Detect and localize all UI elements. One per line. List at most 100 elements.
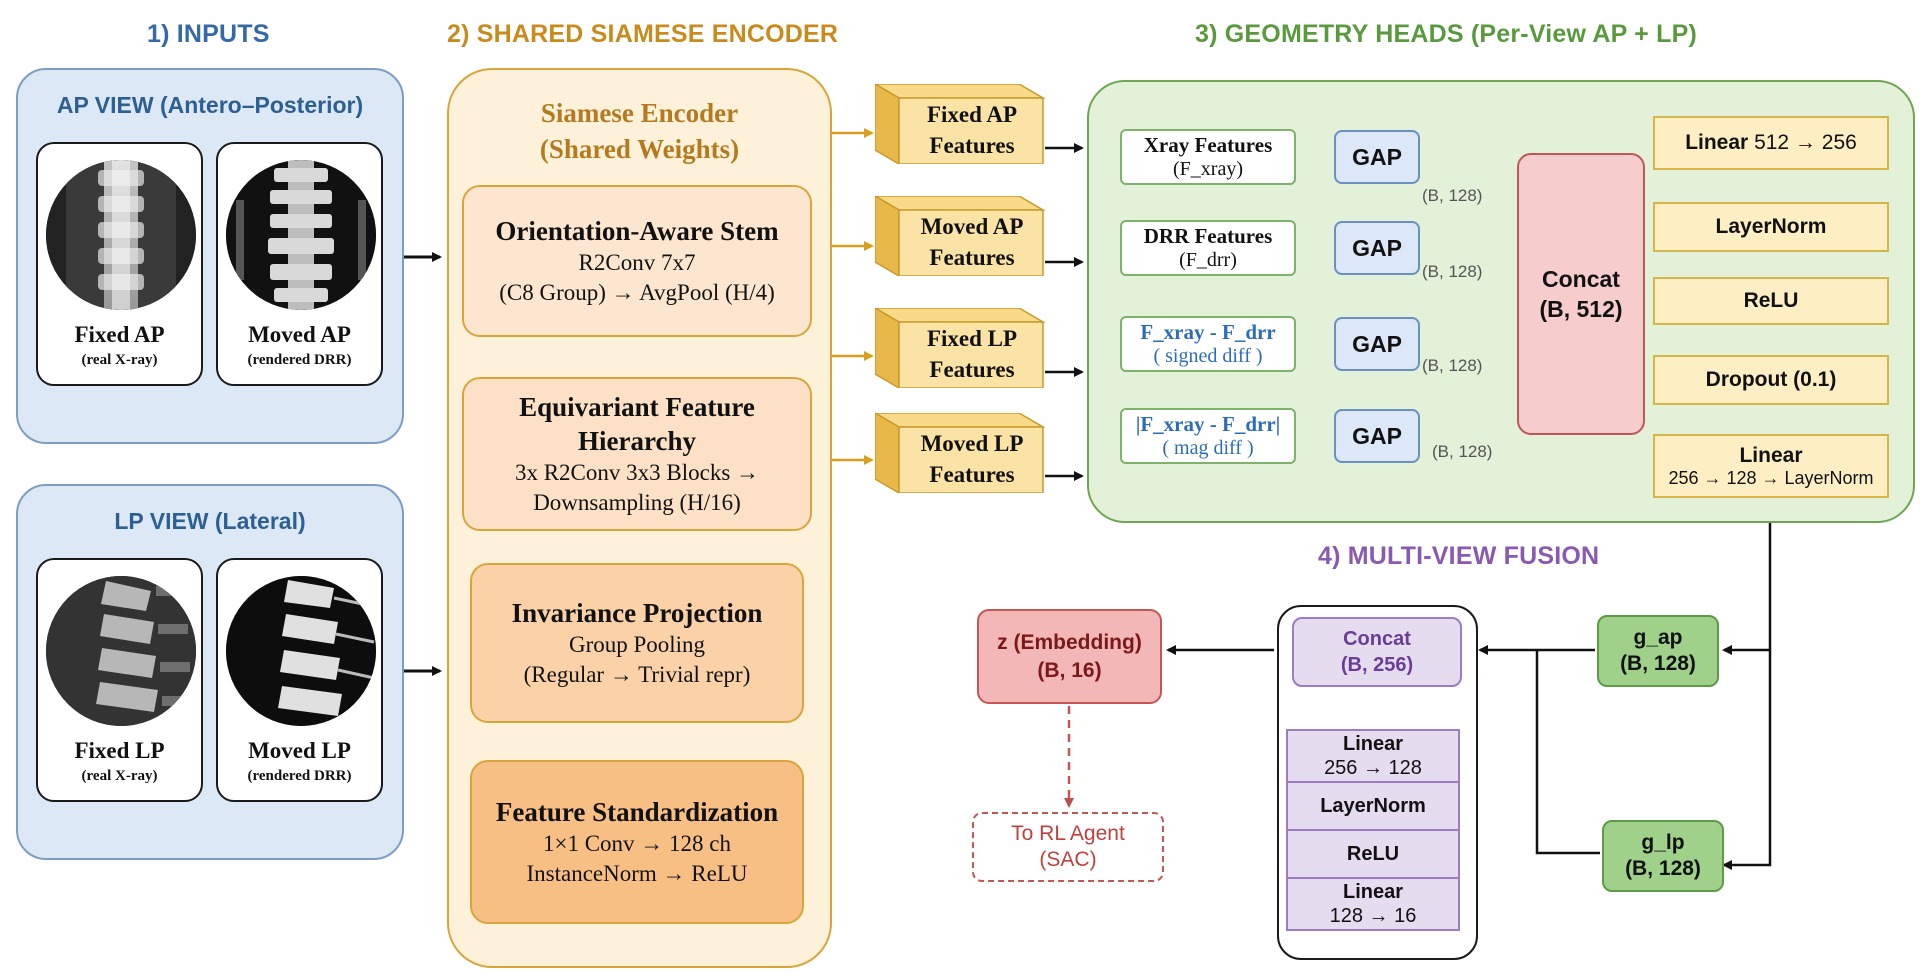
concat-fusion-line2: (B, 256): [1340, 654, 1414, 676]
g-ap-line2: (B, 128): [1620, 652, 1696, 675]
feature-box-mag-diff-sub: ( mag diff ): [1162, 437, 1254, 459]
feature-box-xray: Xray Features (F_xray): [1120, 129, 1296, 185]
ap-view-panel: AP VIEW (Antero–Posterior): [16, 68, 404, 444]
dropout-box: Dropout (0.1): [1653, 355, 1889, 405]
image-card-moved-lp: Moved LP (rendered DRR): [216, 558, 383, 802]
encoder-block-hierarchy-title1: Equivariant Feature: [519, 392, 755, 422]
feature-box-mag-diff: |F_xray - F_drr| ( mag diff ): [1120, 408, 1296, 464]
feature-cube-moved-ap-line2: Features: [929, 245, 1015, 270]
embedding-z-line1: z (Embedding): [997, 630, 1142, 654]
feature-cube-moved-ap-label: Moved AP Features: [901, 210, 1043, 274]
feature-cube-moved-ap: Moved AP Features: [872, 194, 1046, 278]
feature-box-mag-diff-title: |F_xray - F_drr|: [1135, 412, 1281, 436]
dim-label-gap-2: (B, 128): [1422, 262, 1483, 281]
feature-cube-fixed-ap-line1: Fixed AP: [926, 102, 1018, 127]
gap-box-xray: GAP: [1334, 130, 1420, 184]
rl-agent-box: To RL Agent (SAC): [972, 812, 1164, 882]
concat-box-fusion: Concat (B, 256): [1292, 617, 1462, 687]
feature-box-drr: DRR Features (F_drr): [1120, 220, 1296, 276]
linear1-bold: Linear: [1685, 131, 1749, 154]
relu-box-fusion: ReLU: [1286, 829, 1460, 879]
section-title-fusion: 4) MULTI-VIEW FUSION: [1318, 542, 1600, 570]
gap-box-signed-diff: GAP: [1334, 317, 1420, 371]
fusion-linear1-dim: 256 → 128: [1324, 757, 1422, 779]
encoder-block-hierarchy-line1: 3x R2Conv 3x3 Blocks →: [514, 460, 760, 485]
g-lp-line2: (B, 128): [1625, 857, 1701, 880]
image-label-moved-ap: Moved AP: [248, 322, 351, 347]
lp-view-panel: LP VIEW (Lateral) Fixed LP: [16, 484, 404, 860]
feature-box-signed-diff-title: F_xray - F_drr: [1140, 320, 1276, 344]
encoder-block-invariance-line2: (Regular → Trivial repr): [523, 662, 751, 687]
fusion-linear2-bold: Linear: [1342, 881, 1404, 903]
drr-image-moved-ap: [226, 160, 376, 310]
encoder-title-line2: (Shared Weights): [539, 134, 740, 164]
gap-box-drr: GAP: [1334, 221, 1420, 275]
feature-cube-moved-ap-line1: Moved AP: [920, 214, 1024, 239]
image-label-moved-lp: Moved LP: [248, 738, 351, 763]
image-label-fixed-lp: Fixed LP: [74, 738, 165, 763]
concat-box-geometry: Concat (B, 512): [1517, 153, 1645, 435]
section-title-encoder: 2) SHARED SIAMESE ENCODER: [447, 20, 839, 48]
feature-box-signed-diff-sub: ( signed diff ): [1153, 345, 1263, 367]
fusion-linear1-bold: Linear: [1342, 733, 1404, 755]
section-title-geometry: 3) GEOMETRY HEADS (Per-View AP + LP): [1195, 20, 1697, 48]
image-sublabel-moved-ap: (rendered DRR): [247, 352, 352, 368]
encoder-block-invariance: Invariance Projection Group Pooling (Reg…: [470, 563, 804, 723]
linear2-dim: 256 → 128 → LayerNorm: [1668, 467, 1874, 488]
encoder-block-standardization: Feature Standardization 1×1 Conv → 128 c…: [470, 760, 804, 924]
gap-box-mag-diff: GAP: [1334, 409, 1420, 463]
image-sublabel-fixed-lp: (real X-ray): [81, 768, 158, 784]
concat-geometry-line2: (B, 512): [1539, 296, 1623, 322]
encoder-block-standardization-line2: InstanceNorm → ReLU: [526, 861, 748, 886]
g-lp-line1: g_lp: [1641, 831, 1685, 854]
ap-view-title: AP VIEW (Antero–Posterior): [56, 92, 364, 118]
dim-label-gap-1: (B, 128): [1422, 186, 1483, 205]
lp-view-title: LP VIEW (Lateral): [114, 508, 306, 534]
embedding-z-box: z (Embedding) (B, 16): [977, 609, 1162, 704]
feature-cube-fixed-ap-line2: Features: [929, 133, 1015, 158]
feature-cube-moved-lp-label: Moved LP Features: [901, 427, 1043, 491]
dim-label-gap-4: (B, 128): [1432, 442, 1493, 461]
encoder-block-hierarchy-title2: Hierarchy: [578, 426, 696, 456]
feature-cube-fixed-lp: Fixed LP Features: [872, 306, 1046, 390]
section-title-inputs: 1) INPUTS: [147, 20, 270, 48]
feature-cube-fixed-lp-line1: Fixed LP: [926, 326, 1018, 351]
relu-box-geometry: ReLU: [1653, 277, 1889, 325]
linear2-bold: Linear: [1739, 443, 1803, 467]
xray-image-fixed-ap: [46, 160, 196, 310]
image-sublabel-fixed-ap: (real X-ray): [81, 352, 158, 368]
feature-box-signed-diff: F_xray - F_drr ( signed diff ): [1120, 316, 1296, 372]
feature-cube-moved-lp-line2: Features: [929, 462, 1015, 487]
dim-label-gap-3: (B, 128): [1422, 356, 1483, 375]
encoder-title-line1: Siamese Encoder: [540, 98, 739, 128]
encoder-block-hierarchy-line2: Downsampling (H/16): [533, 490, 741, 515]
feature-cube-moved-lp: Moved LP Features: [872, 411, 1046, 495]
feature-cube-moved-lp-line1: Moved LP: [920, 431, 1024, 456]
image-card-fixed-ap: Fixed AP (real X-ray): [36, 142, 203, 386]
feature-box-drr-title: DRR Features: [1143, 224, 1273, 248]
rl-agent-line1: To RL Agent: [1011, 822, 1125, 845]
g-ap-line1: g_ap: [1633, 626, 1683, 649]
g-lp-box: g_lp (B, 128): [1602, 820, 1724, 892]
feature-box-xray-sub: (F_xray): [1173, 158, 1243, 180]
image-card-fixed-lp: Fixed LP (real X-ray): [36, 558, 203, 802]
encoder-block-invariance-line1: Group Pooling: [568, 632, 706, 657]
feature-box-drr-sub: (F_drr): [1179, 249, 1237, 271]
linear-512-256-box: Linear 512 → 256: [1653, 116, 1889, 170]
feature-cube-fixed-lp-line2: Features: [929, 357, 1015, 382]
image-label-fixed-ap: Fixed AP: [74, 322, 165, 347]
encoder-block-standardization-line1: 1×1 Conv → 128 ch: [542, 831, 732, 856]
embedding-z-line2: (B, 16): [1037, 658, 1102, 682]
linear-256-128-box: Linear 256 → 128 → LayerNorm: [1653, 434, 1889, 498]
encoder-block-standardization-title: Feature Standardization: [495, 797, 779, 827]
fusion-linear2-dim: 128 → 16: [1329, 905, 1417, 927]
feature-cube-fixed-ap: Fixed AP Features: [872, 82, 1046, 166]
g-ap-box: g_ap (B, 128): [1597, 615, 1719, 687]
encoder-block-hierarchy: Equivariant Feature Hierarchy 3x R2Conv …: [462, 377, 812, 531]
feature-cube-fixed-ap-label: Fixed AP Features: [901, 98, 1043, 162]
encoder-block-stem-title: Orientation-Aware Stem: [495, 216, 779, 246]
drr-image-moved-lp: [226, 576, 376, 726]
encoder-block-stem-line2: (C8 Group) → AvgPool (H/4): [499, 280, 775, 305]
encoder-block-stem-line1: R2Conv 7x7: [578, 250, 696, 275]
layernorm-box-geometry: LayerNorm: [1653, 202, 1889, 252]
